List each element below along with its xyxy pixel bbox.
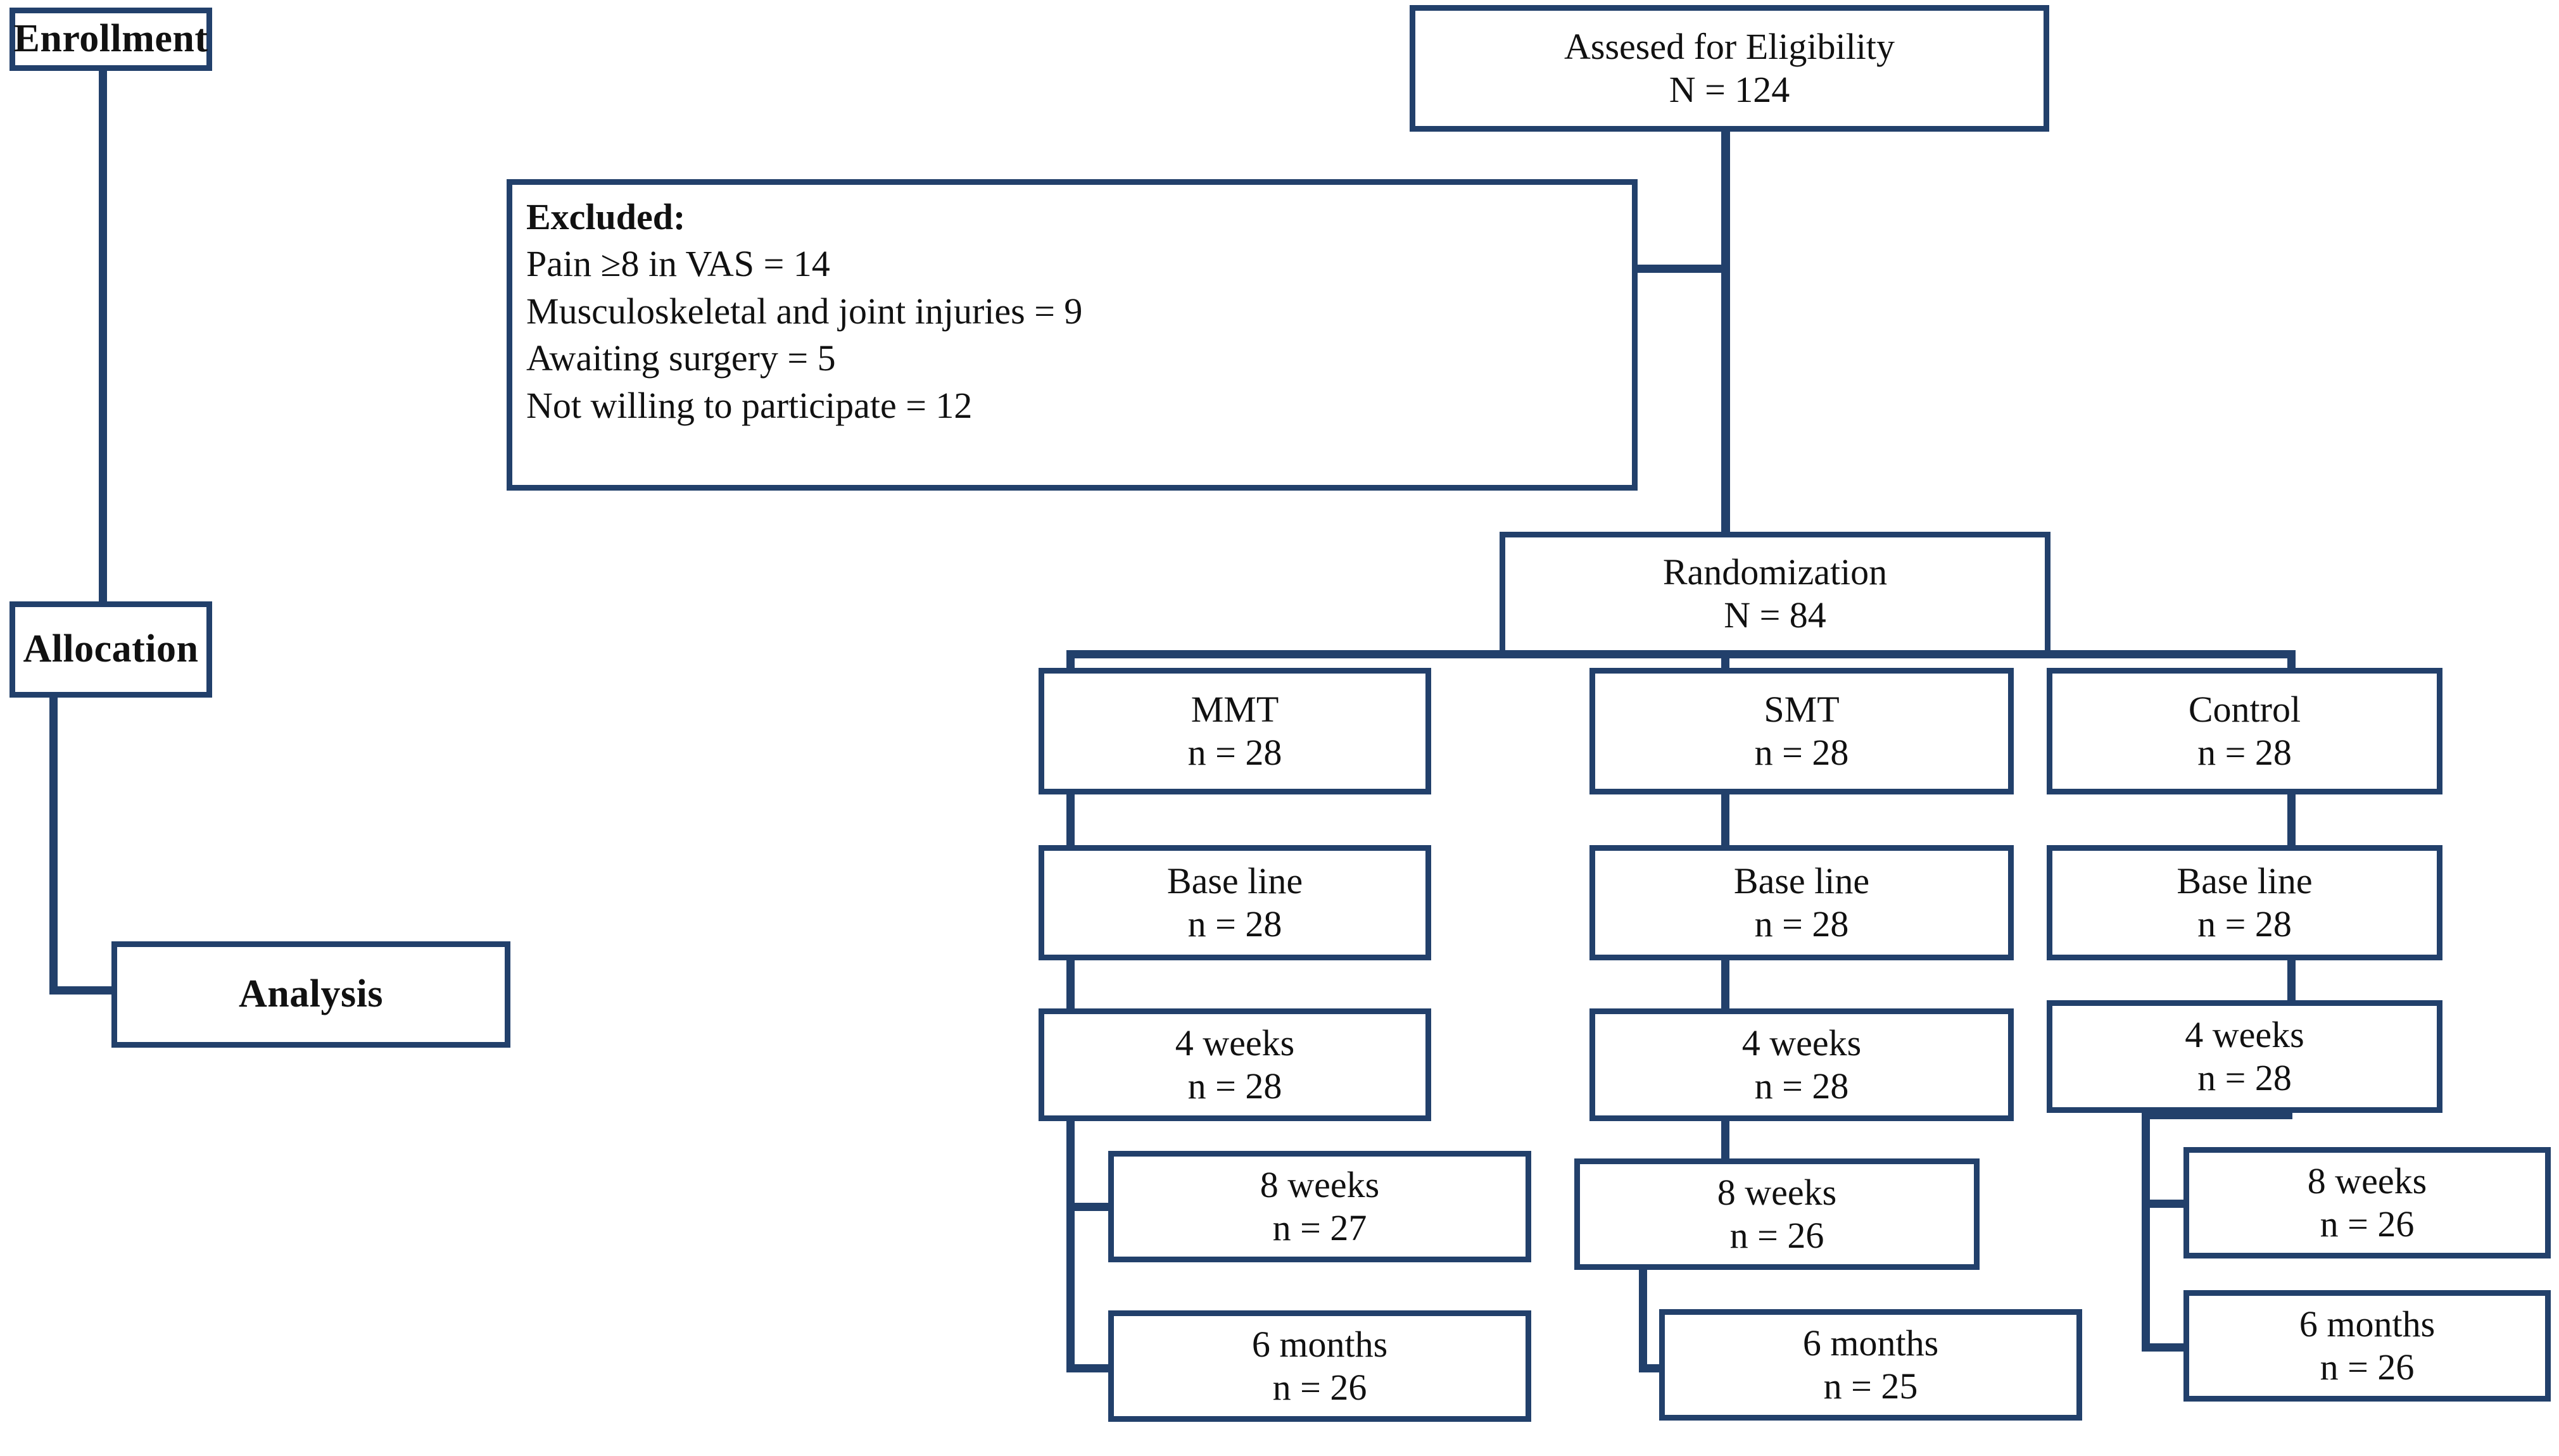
- connector-mmt-4weeks-drop: [1066, 1119, 1075, 1372]
- node-control-baseline: Base line n = 28: [2047, 845, 2442, 960]
- excluded-reason-surgery: Awaiting surgery = 5: [526, 337, 836, 379]
- mmt-baseline-label: Base line: [1166, 860, 1303, 901]
- smt-baseline-label: Base line: [1733, 860, 1870, 901]
- node-assessed-for-eligibility: Assesed for Eligibility N = 124: [1410, 5, 2049, 132]
- stage-label-analysis: Analysis: [239, 972, 383, 1016]
- connector-smt-group-baseline: [1721, 793, 1729, 846]
- arm-smt-name: SMT: [1764, 688, 1840, 730]
- node-arm-smt: SMT n = 28: [1589, 668, 2014, 794]
- node-smt-6months: 6 months n = 25: [1659, 1309, 2082, 1421]
- control-baseline-label: Base line: [2177, 860, 2313, 901]
- stage-label-allocation: Allocation: [23, 627, 199, 671]
- arm-mmt-count: n = 28: [1187, 732, 1282, 773]
- mmt-8weeks-label: 8 weeks: [1260, 1164, 1380, 1205]
- eligibility-count: N = 124: [1669, 69, 1790, 110]
- node-arm-control: Control n = 28: [2047, 668, 2442, 794]
- control-4weeks-label: 4 weeks: [2185, 1014, 2304, 1055]
- node-control-6months: 6 months n = 26: [2183, 1290, 2551, 1402]
- control-baseline-count: n = 28: [2197, 903, 2292, 945]
- arm-mmt-name: MMT: [1191, 688, 1279, 730]
- node-excluded: Excluded: Pain ≥8 in VAS = 14 Musculoske…: [507, 179, 1638, 491]
- connector-mmt-to-8weeks: [1066, 1203, 1111, 1211]
- node-randomization: Randomization N = 84: [1500, 532, 2050, 656]
- smt-6months-label: 6 months: [1802, 1322, 1939, 1364]
- mmt-baseline-count: n = 28: [1187, 903, 1282, 945]
- connector-control-group-baseline: [2287, 793, 2296, 846]
- mmt-4weeks-count: n = 28: [1187, 1065, 1282, 1107]
- node-arm-mmt: MMT n = 28: [1039, 668, 1431, 794]
- connector-eligibility-randomization: [1721, 130, 1730, 535]
- mmt-4weeks-label: 4 weeks: [1175, 1022, 1295, 1064]
- connector-control-baseline-4weeks: [2287, 959, 2296, 1010]
- node-smt-baseline: Base line n = 28: [1589, 845, 2014, 960]
- connector-control-to-8weeks: [2142, 1200, 2186, 1208]
- excluded-reason-pain: Pain ≥8 in VAS = 14: [526, 243, 830, 285]
- connector-allocation-analysis: [49, 986, 119, 995]
- connector-enrollment-allocation: [99, 70, 107, 605]
- control-4weeks-count: n = 28: [2197, 1057, 2292, 1098]
- arm-control-count: n = 28: [2197, 732, 2292, 773]
- control-6months-label: 6 months: [2299, 1303, 2436, 1345]
- connector-smt-baseline-4weeks: [1721, 959, 1729, 1010]
- mmt-8weeks-count: n = 27: [1272, 1207, 1367, 1248]
- connector-control-to-6months: [2142, 1343, 2186, 1352]
- stage-box-analysis: Analysis: [111, 941, 510, 1048]
- smt-4weeks-label: 4 weeks: [1741, 1022, 1862, 1064]
- node-control-4weeks: 4 weeks n = 28: [2047, 1000, 2442, 1113]
- connector-allocation-drop: [49, 696, 58, 994]
- smt-6months-count: n = 25: [1823, 1365, 1918, 1407]
- excluded-heading: Excluded:: [526, 196, 686, 237]
- node-mmt-baseline: Base line n = 28: [1039, 845, 1431, 960]
- node-mmt-6months: 6 months n = 26: [1108, 1310, 1531, 1422]
- connector-mmt-group-baseline: [1066, 793, 1075, 846]
- connector-control-4weeks-drop: [2142, 1111, 2150, 1352]
- node-smt-4weeks: 4 weeks n = 28: [1589, 1008, 2014, 1121]
- connector-bus-to-control: [2287, 650, 2296, 672]
- smt-baseline-count: n = 28: [1754, 903, 1849, 945]
- mmt-6months-count: n = 26: [1272, 1367, 1367, 1408]
- arm-control-name: Control: [2188, 688, 2301, 730]
- connector-mmt-baseline-4weeks: [1066, 959, 1075, 1010]
- connector-control-4weeks-jog: [2142, 1111, 2292, 1119]
- node-smt-8weeks: 8 weeks n = 26: [1574, 1158, 1980, 1270]
- control-6months-count: n = 26: [2320, 1346, 2415, 1388]
- smt-4weeks-count: n = 28: [1754, 1065, 1849, 1107]
- stage-label-enrollment: Enrollment: [13, 17, 208, 61]
- smt-8weeks-label: 8 weeks: [1717, 1171, 1837, 1213]
- smt-8weeks-count: n = 26: [1729, 1215, 1824, 1256]
- excluded-reason-musculoskeletal: Musculoskeletal and joint injuries = 9: [526, 290, 1083, 332]
- eligibility-label: Assesed for Eligibility: [1564, 25, 1895, 67]
- randomization-count: N = 84: [1724, 594, 1826, 636]
- node-mmt-4weeks: 4 weeks n = 28: [1039, 1008, 1431, 1121]
- connector-bus-to-mmt: [1066, 650, 1075, 672]
- stage-box-enrollment: Enrollment: [9, 8, 212, 71]
- randomization-label: Randomization: [1662, 551, 1888, 593]
- node-mmt-8weeks: 8 weeks n = 27: [1108, 1151, 1531, 1262]
- mmt-6months-label: 6 months: [1251, 1323, 1388, 1365]
- stage-box-allocation: Allocation: [9, 601, 212, 698]
- node-control-8weeks: 8 weeks n = 26: [2183, 1147, 2551, 1258]
- control-8weeks-label: 8 weeks: [2307, 1160, 2427, 1202]
- connector-mmt-to-6months: [1066, 1364, 1111, 1372]
- arm-smt-count: n = 28: [1754, 732, 1849, 773]
- connector-trunk-excluded: [1633, 265, 1726, 273]
- connector-smt-8weeks-drop: [1639, 1266, 1647, 1372]
- connector-smt-4weeks-8weeks: [1721, 1119, 1729, 1160]
- excluded-reason-not-willing: Not willing to participate = 12: [526, 384, 973, 426]
- control-8weeks-count: n = 26: [2320, 1203, 2415, 1245]
